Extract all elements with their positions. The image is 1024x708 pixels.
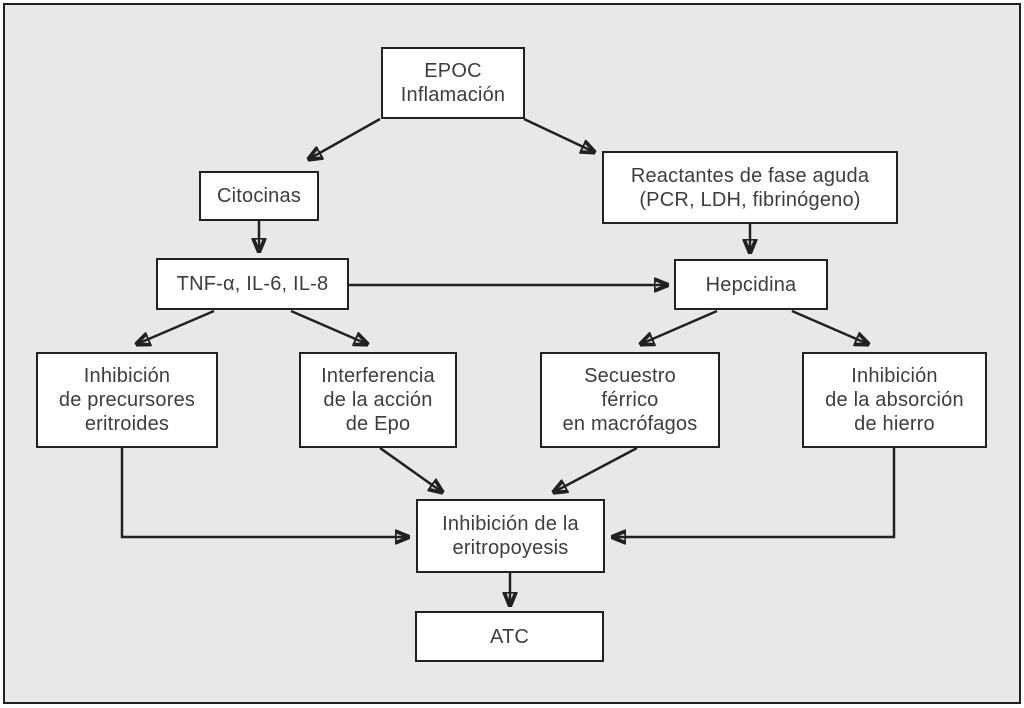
node-eritropoyesis-label: Inhibición de la eritropoyesis xyxy=(442,513,579,559)
node-atc: ATC xyxy=(415,611,604,662)
node-tnf-il6-il8: TNF-α, IL-6, IL-8 xyxy=(156,258,349,310)
node-hepcidina: Hepcidina xyxy=(674,259,828,310)
node-citocinas: Citocinas xyxy=(199,171,319,221)
node-reactantes-fase-aguda: Reactantes de fase aguda (PCR, LDH, fibr… xyxy=(602,151,898,224)
node-tnf-label: TNF-α, IL-6, IL-8 xyxy=(176,273,329,295)
node-precursores-label: Inhibición de precursores eritroides xyxy=(58,365,196,435)
node-epoc-inflamacion: EPOC Inflamación xyxy=(381,47,525,119)
node-secuestro-label: Secuestro férrico en macrófagos xyxy=(562,365,698,435)
node-secuestro-ferrico-macrofagos: Secuestro férrico en macrófagos xyxy=(540,352,720,448)
node-atc-label: ATC xyxy=(489,625,530,648)
node-inhibicion-precursores-eritroides: Inhibición de precursores eritroides xyxy=(36,352,218,448)
node-interferencia-label: Interferencia de la acción de Epo xyxy=(321,365,435,435)
node-inhibicion-absorcion-hierro: Inhibición de la absorción de hierro xyxy=(802,352,987,448)
node-reactantes-label: Reactantes de fase aguda (PCR, LDH, fibr… xyxy=(630,164,870,211)
node-citocinas-label: Citocinas xyxy=(216,185,302,207)
node-interferencia-accion-epo: Interferencia de la acción de Epo xyxy=(299,352,457,448)
node-absorcion-label: Inhibición de la absorción de hierro xyxy=(825,365,964,435)
node-inhibicion-eritropoyesis: Inhibición de la eritropoyesis xyxy=(416,499,605,573)
node-epoc-label: EPOC Inflamación xyxy=(400,60,506,106)
node-hepcidina-label: Hepcidina xyxy=(705,273,797,296)
